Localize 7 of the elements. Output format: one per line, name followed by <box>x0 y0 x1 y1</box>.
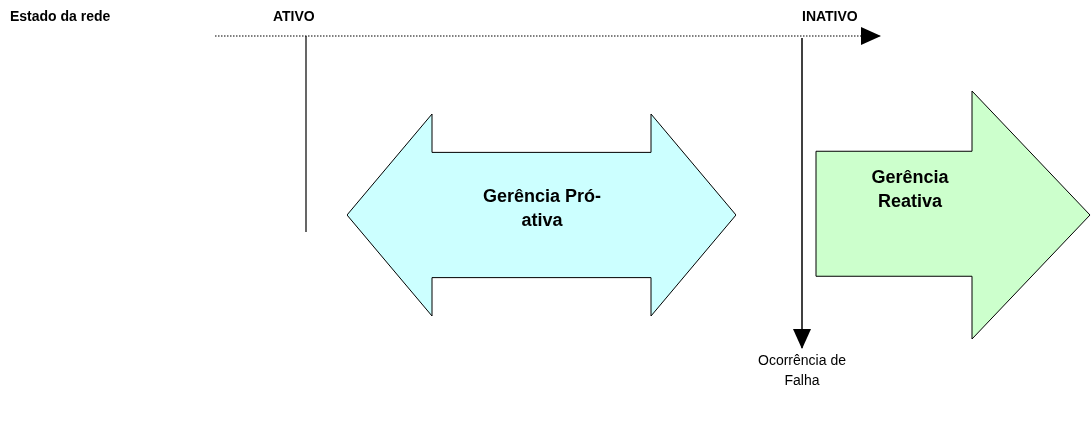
state-label: INATIVO <box>802 8 858 24</box>
shape-label: Gerência Pró-ativa <box>482 185 602 232</box>
axis-title: Estado da rede <box>10 8 111 24</box>
state-label: ATIVO <box>273 8 315 24</box>
shape-label: Gerência Reativa <box>870 166 950 213</box>
event-label: Ocorrência de Falha <box>757 351 847 390</box>
arrow <box>793 37 811 349</box>
